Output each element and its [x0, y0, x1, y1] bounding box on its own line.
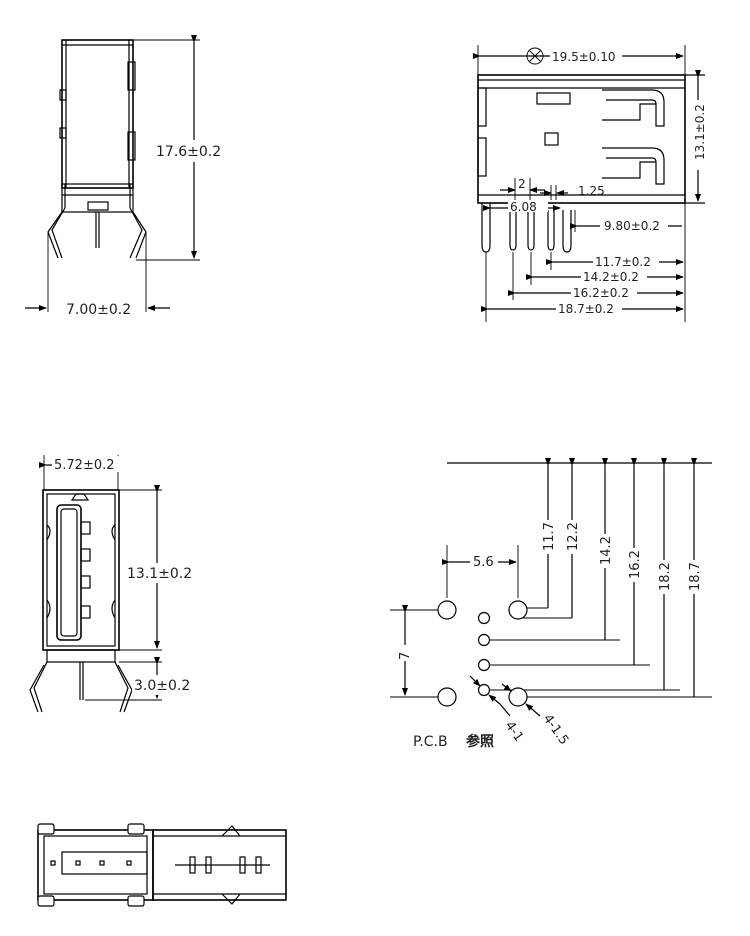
bottom-body-rear [152, 829, 287, 901]
pcb-mount-hole-bottom-left [437, 687, 457, 707]
tr-height-dim: 13.1±0.2 [693, 104, 707, 160]
front-top-dim: 5.72±0.2 [54, 458, 115, 473]
side-view: 17.6±0.2 7.00±0.2 [25, 35, 232, 318]
pcb-pin-hole-3 [477, 658, 491, 672]
pcb-reference-label: 参照 [466, 733, 494, 750]
pcb-mount-hole-top-left [437, 600, 457, 620]
pcb-large-hole-dim: 4-1.5 [540, 712, 572, 748]
pcb-pin-hole-1 [477, 611, 491, 625]
pcb-dim-4: 16.2 [628, 550, 643, 579]
pcb-label: P.C.B [413, 734, 448, 750]
pcb-dim-5: 18.2 [658, 562, 673, 591]
front-bottom-dim: 3.0±0.2 [134, 678, 190, 694]
pcb-pin-hole-4 [477, 683, 491, 697]
tr-d5-dim: 18.7±0.2 [558, 302, 614, 316]
pcb-mount-hole-bottom-right [508, 687, 528, 707]
pcb-dim-2: 12.2 [566, 522, 581, 551]
pcb-view: 11.7 12.2 14.2 16.2 18.2 18.7 5.6 7 4-1 [390, 458, 712, 750]
pcb-vertical-dim: 7 [398, 652, 413, 660]
tr-d1-dim: 9.80±0.2 [604, 219, 660, 233]
tr-pin-width-dim: 1.25 [578, 184, 605, 198]
pcb-pin-hole-2 [477, 633, 491, 647]
side-pin-span-dim: 7.00±0.2 [66, 302, 131, 318]
tr-d3-dim: 14.2±0.2 [583, 270, 639, 284]
front-view: 5.72±0.2 13.1±0.2 3.0±0.2 [29, 455, 195, 713]
pcb-dim-6: 18.7 [688, 562, 703, 591]
tr-width-dim: 19.5±0.10 [552, 50, 616, 64]
side-body [61, 39, 134, 189]
pcb-horizontal-dim: 5.6 [473, 555, 494, 570]
side-height-dim: 17.6±0.2 [156, 144, 221, 160]
front-height-dim: 13.1±0.2 [127, 566, 192, 582]
pcb-small-hole-dim: 4-1 [502, 719, 526, 745]
bottom-view [37, 823, 287, 907]
tr-d2-dim: 11.7±0.2 [595, 255, 651, 269]
pcb-dim-3: 14.2 [599, 536, 614, 565]
pcb-dim-1: 11.7 [542, 522, 557, 551]
tr-d4-dim: 16.2±0.2 [573, 286, 629, 300]
tr-pitch-dim: 2 [518, 177, 526, 191]
top-right-view: 19.5±0.10 13.1±0.2 2 1.25 [473, 45, 707, 322]
tr-offset-dim: 6.08 [510, 200, 537, 214]
pcb-mount-hole-top-right [508, 600, 528, 620]
